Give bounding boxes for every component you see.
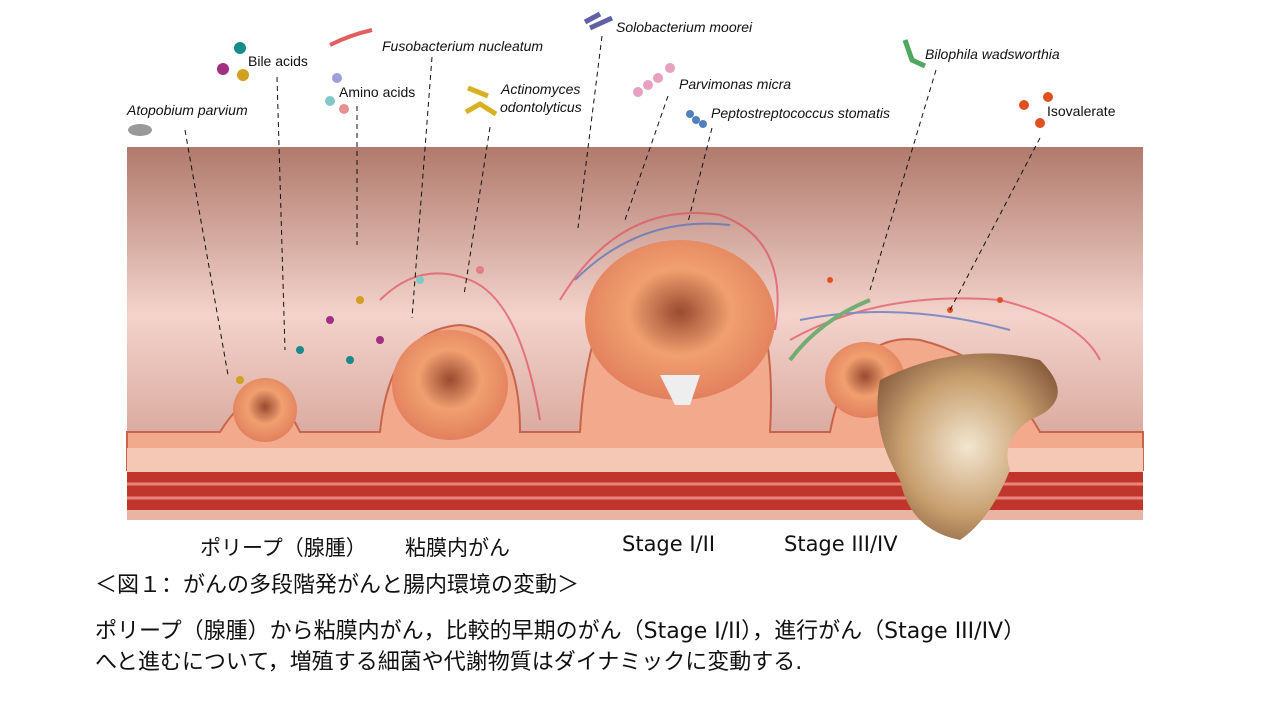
peptostreptococcus-icon	[686, 110, 707, 128]
stage-label-intramucosal: 粘膜内がん	[405, 536, 510, 560]
polyp-intramucosal	[392, 330, 508, 440]
bile-acid-icon	[234, 42, 246, 54]
label-amino-acids: Amino acids	[339, 84, 416, 100]
label-peptostreptococcus: Peptostreptococcus stomatis	[711, 105, 890, 121]
label-fusobacterium: Fusobacterium nucleatum	[382, 38, 544, 54]
atopobium-icon	[128, 124, 152, 136]
invasive-tumor	[877, 353, 1058, 540]
stage-label-stage-1-2: Stage I/II	[622, 532, 716, 556]
label-bile-acids: Bile acids	[248, 53, 308, 69]
actinomyces-icon	[464, 85, 498, 117]
figure-caption-line-2: へと進むについて，増殖する細菌や代謝物質はダイナミックに変動する.	[95, 650, 803, 675]
figure-caption-line-1: ポリープ（腺腫）から粘膜内がん，比較的早期のがん（Stage I/II），進行が…	[95, 619, 1026, 644]
polyp-stage-1-2	[585, 240, 775, 400]
label-atopobium: Atopobium parvium	[127, 102, 248, 118]
leader-lines	[184, 35, 1041, 376]
label-bilophila: Bilophila wadsworthia	[925, 46, 1060, 62]
stage-label-stage-3-4: Stage III/IV	[784, 532, 898, 556]
polyp-adenoma	[233, 378, 297, 442]
figure-caption-title: ＜図１：がんの多段階発がんと腸内環境の変動＞	[95, 573, 580, 598]
label-parvimonas: Parvimonas micra	[679, 76, 792, 92]
parvimonas-icon	[633, 63, 675, 97]
amino-acid-icon	[332, 73, 342, 83]
metabolite-dots	[236, 266, 1003, 384]
bilophila-icon	[902, 39, 927, 69]
label-actinomyces-1: Actinomyces	[501, 81, 581, 97]
label-isovalerate: Isovalerate	[1047, 103, 1116, 119]
label-solobacterium: Solobacterium moorei	[616, 19, 753, 35]
solobacterium-icon	[583, 11, 614, 31]
stage-label-polyp: ポリープ（腺腫）	[200, 536, 367, 560]
isovalerate-icon	[1019, 92, 1053, 128]
fusobacterium-icon	[329, 28, 373, 47]
label-actinomyces-2: odontolyticus	[500, 99, 582, 115]
